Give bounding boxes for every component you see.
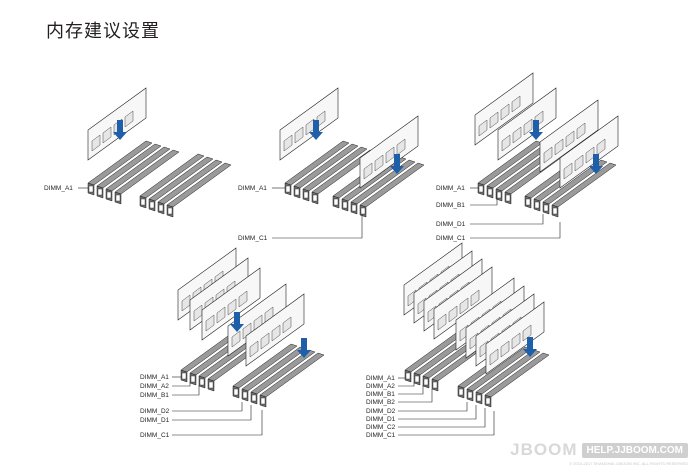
page-title: 内存建议设置: [46, 21, 160, 42]
config-eight-dimms: [403, 242, 549, 407]
label-cfg4-5: DIMM_C1: [140, 432, 170, 439]
watermark: JBOOM HELP.JJBOOM.COM: [510, 439, 688, 461]
config-two-dimms: [279, 87, 424, 217]
label-cfg3-0: DIMM_A1: [436, 185, 465, 192]
label-cfg1-0: DIMM_A1: [44, 185, 73, 192]
label-cfg5-1: DIMM_A2: [366, 383, 395, 390]
label-cfg3-3: DIMM_C1: [436, 235, 466, 242]
watermark-logo: JBOOM: [510, 440, 578, 459]
label-cfg5-4: DIMM_D2: [366, 408, 396, 415]
label-cfg4-0: DIMM_A1: [140, 374, 169, 381]
label-cfg4-4: DIMM_D1: [140, 417, 170, 424]
label-cfg2-1: DIMM_C1: [238, 235, 268, 242]
label-cfg4-3: DIMM_D2: [140, 408, 170, 415]
watermark-url: HELP.JJBOOM.COM: [581, 442, 688, 458]
label-cfg5-0: DIMM_A1: [366, 375, 395, 382]
label-cfg2-0: DIMM_A1: [238, 185, 267, 192]
label-cfg3-2: DIMM_D1: [436, 221, 466, 228]
label-cfg5-7: DIMM_C1: [366, 432, 396, 439]
config-five-dimms: [177, 247, 324, 407]
label-cfg4-1: DIMM_A2: [140, 383, 169, 390]
label-cfg5-6: DIMM_C2: [366, 424, 396, 431]
label-cfg5-2: DIMM_B1: [366, 391, 395, 398]
config-three-dimms: [474, 72, 619, 217]
config-one-dimm: [87, 87, 231, 217]
label-cfg5-5: DIMM_D1: [366, 416, 396, 423]
label-cfg5-3: DIMM_B2: [366, 399, 395, 406]
label-cfg3-1: DIMM_B1: [436, 202, 465, 209]
label-cfg4-2: DIMM_B1: [140, 392, 169, 399]
watermark-copyright: © 2014-2017 SHANGHAI JJBOOM INC. ALL RIG…: [569, 461, 688, 466]
